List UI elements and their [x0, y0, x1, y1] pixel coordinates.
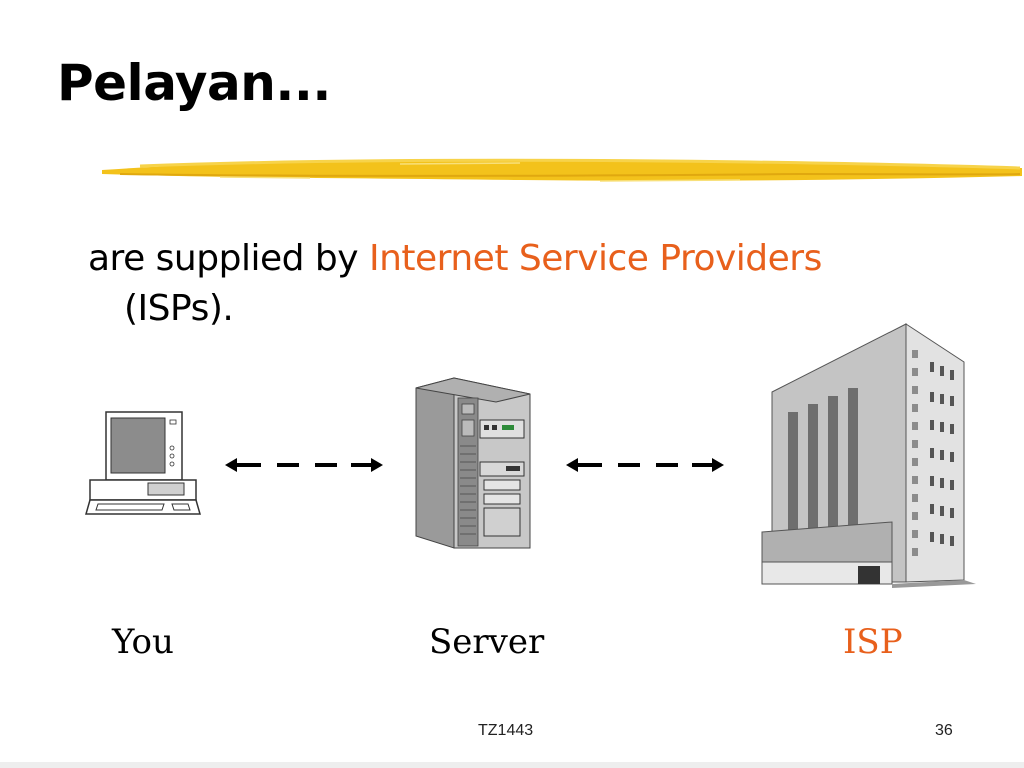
server-tower-icon	[415, 377, 531, 549]
brush-stroke-divider	[102, 158, 1022, 182]
double-arrow-icon-2	[566, 458, 724, 472]
bullet-text: are supplied by Internet Service Provide…	[88, 234, 968, 334]
label-you: You	[112, 622, 174, 662]
slide-title: Pelayan...	[57, 54, 331, 112]
page-number: 36	[935, 722, 953, 739]
bullet-prefix: are supplied by	[88, 238, 369, 279]
bullet-suffix: (ISPs).	[124, 288, 234, 329]
bottom-rule	[0, 762, 1024, 768]
footer-code: TZ1443	[478, 722, 534, 739]
office-building-icon	[761, 323, 976, 588]
double-arrow-icon	[225, 458, 383, 472]
label-server: Server	[429, 622, 545, 662]
label-isp: ISP	[843, 622, 903, 662]
bullet-highlight: Internet Service Providers	[368, 238, 822, 279]
computer-icon	[85, 411, 201, 515]
